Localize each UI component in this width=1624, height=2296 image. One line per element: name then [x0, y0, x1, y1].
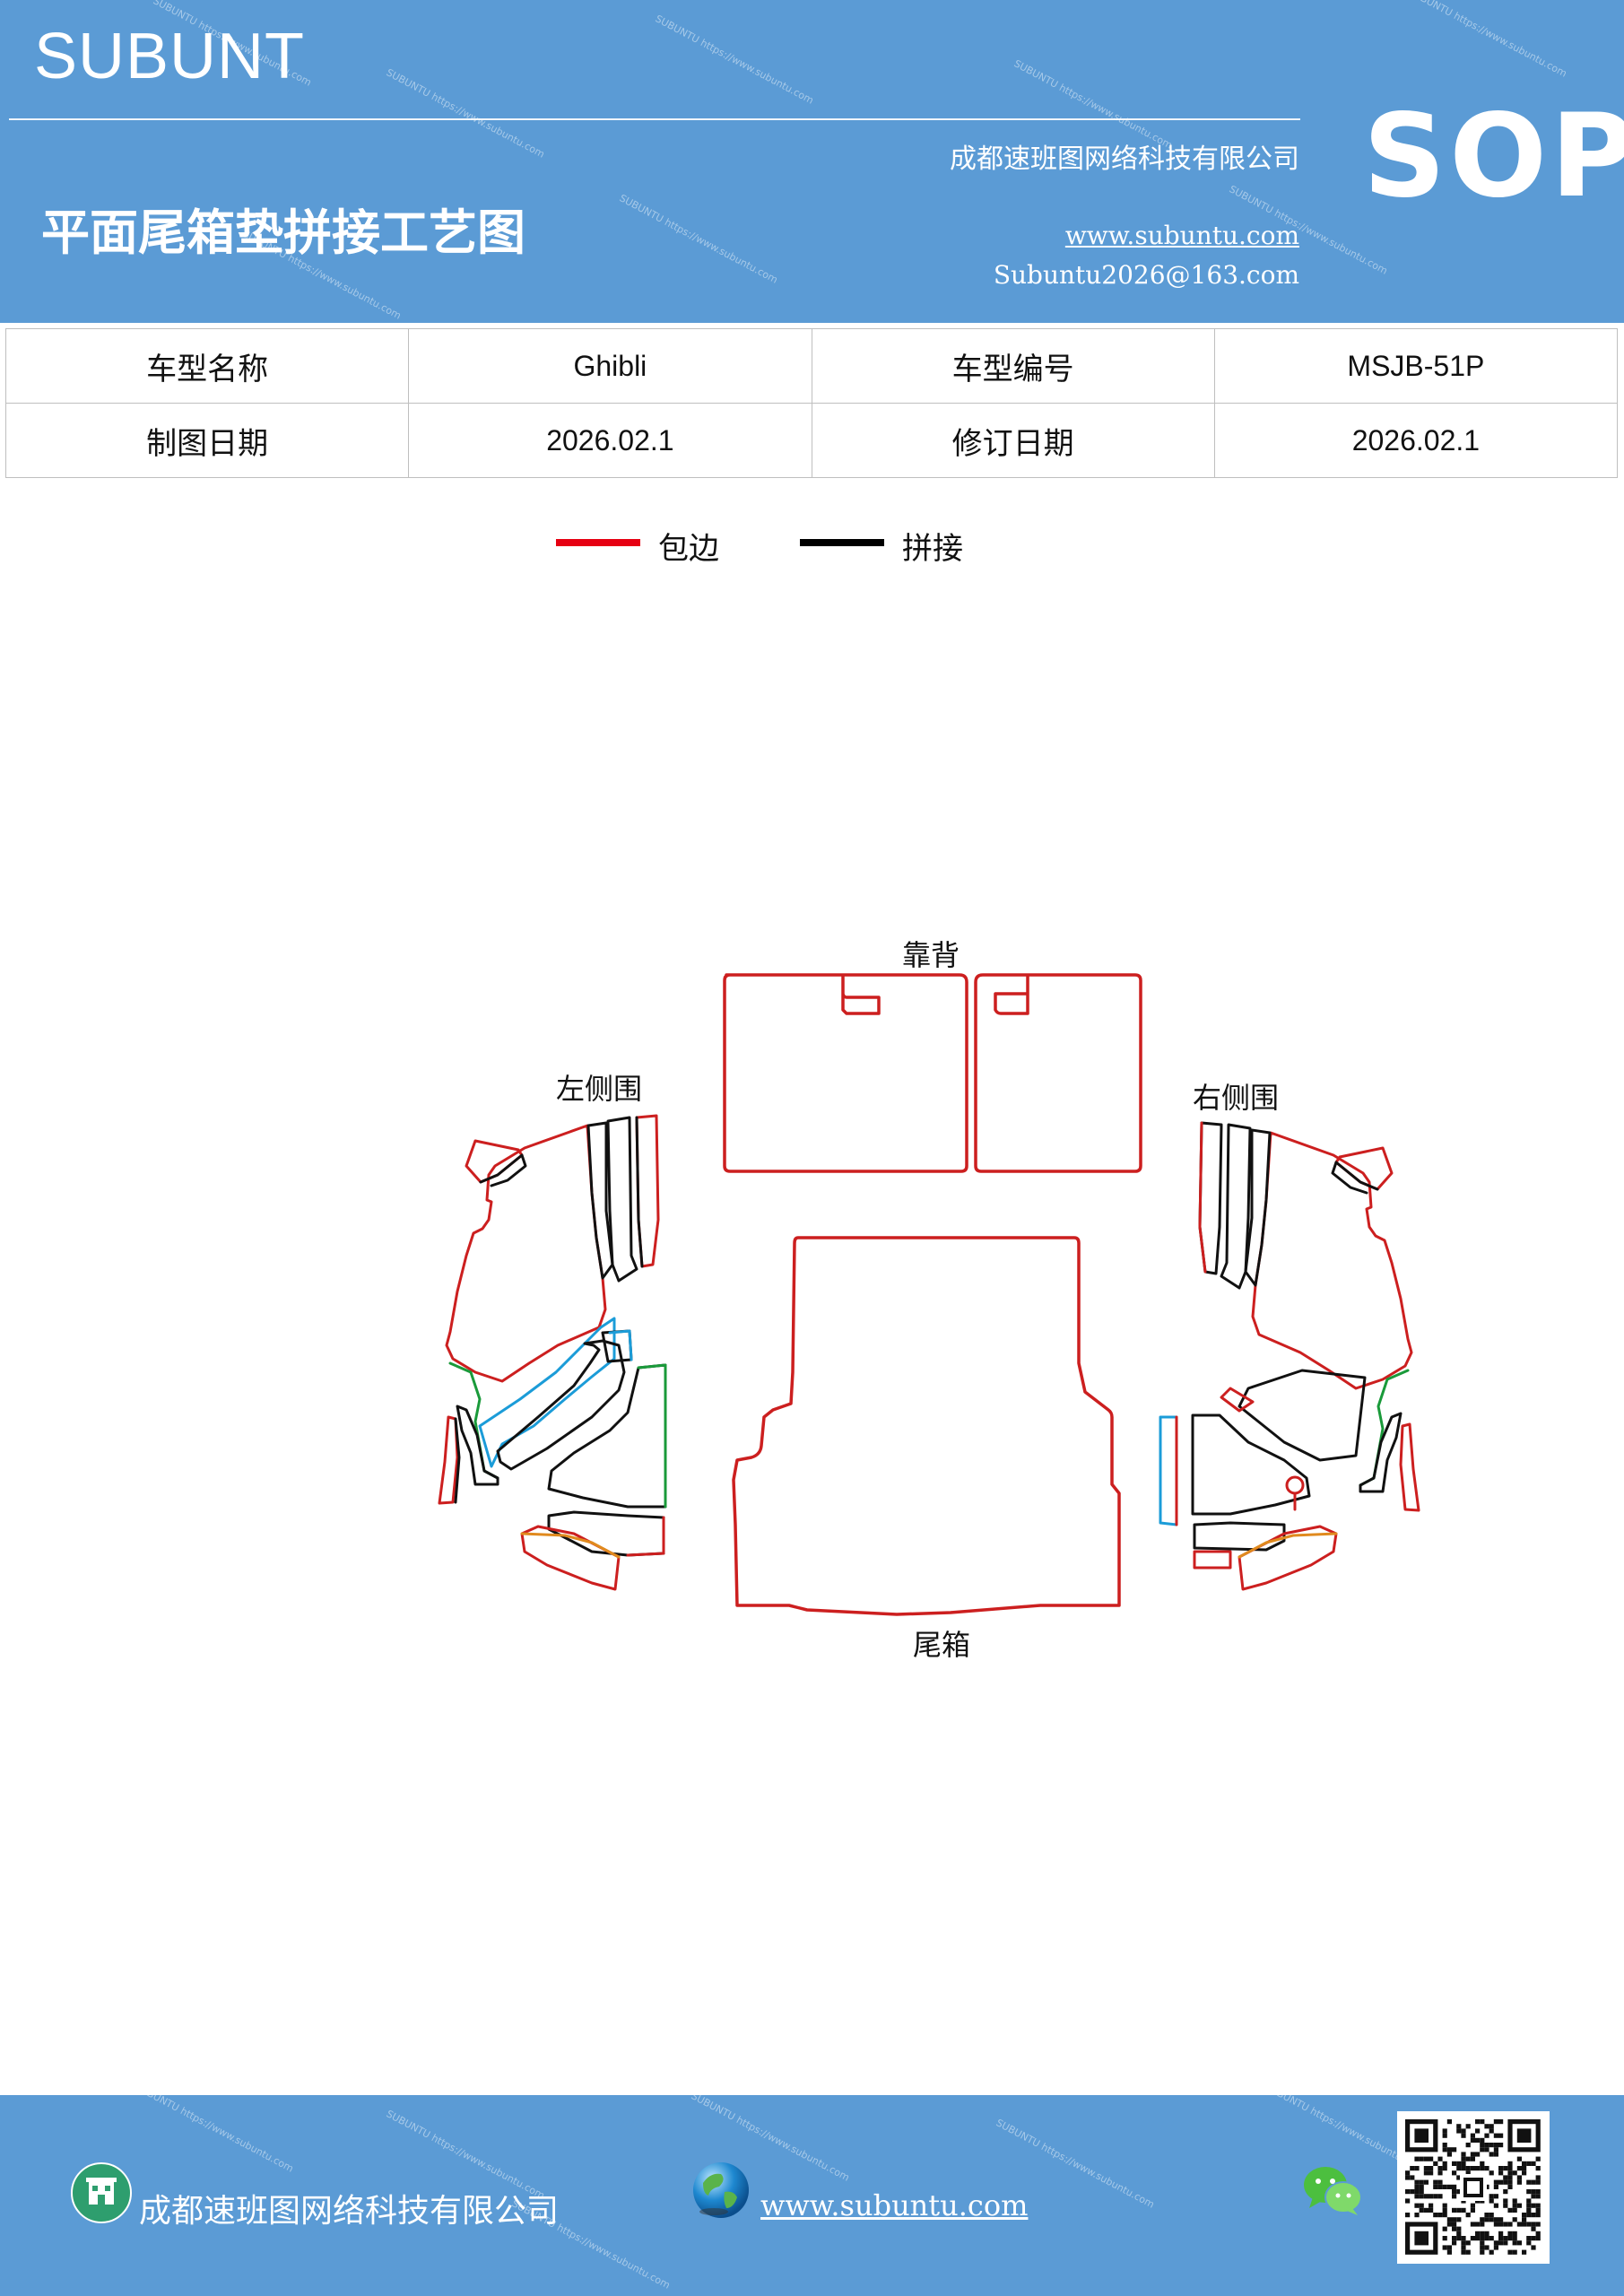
left-side-orange-piece — [520, 1525, 621, 1591]
label-revision-date: 修订日期 — [811, 403, 1215, 478]
label-right-side: 右侧围 — [1193, 1081, 1279, 1115]
wechat-icon — [1304, 2167, 1362, 2215]
right-side-arc-block — [1238, 1369, 1367, 1462]
right-side-strip-1 — [1244, 1128, 1272, 1287]
right-side-curve-block — [1191, 1413, 1311, 1516]
right-side-small-bar — [1193, 1550, 1232, 1570]
label-left-side: 左侧围 — [556, 1072, 642, 1106]
value-model-name: Ghibli — [408, 328, 812, 404]
right-side-tab-seam — [1331, 1161, 1379, 1195]
right-side-bottom-bar — [1193, 1521, 1286, 1552]
label-backrest: 靠背 — [902, 938, 960, 972]
globe-icon — [693, 2162, 749, 2218]
left-side-arc-block — [496, 1339, 626, 1471]
right-side-blue-strip — [1159, 1415, 1178, 1526]
email-address: Subuntu2026@163.com — [993, 260, 1299, 290]
right-side-strip-2 — [1220, 1123, 1252, 1290]
label-drawing-date: 制图日期 — [4, 403, 410, 478]
footer-banner: SUBUNTU https://www.subuntu.com SUBUNTU … — [0, 2095, 1624, 2296]
website-link[interactable]: www.subuntu.com — [1064, 221, 1299, 250]
footer-company-name: 成都速班图网络科技有限公司 — [139, 2193, 560, 2230]
right-side-orange-edge — [1238, 1532, 1338, 1559]
left-side-strip-3-seam — [635, 1116, 644, 1268]
label-model-name: 车型名称 — [4, 328, 410, 404]
left-side-small-strip — [438, 1415, 459, 1505]
left-side-tab-seam — [479, 1153, 527, 1187]
left-side-strip-1 — [586, 1121, 614, 1280]
watermark: SUBUNTU https://www.subuntu.com — [133, 2095, 296, 2175]
legend-label-seam: 拼接 — [902, 531, 963, 567]
left-side-small-square-edge — [608, 1329, 633, 1361]
right-side-orange-piece — [1238, 1525, 1338, 1591]
building-icon — [71, 2162, 132, 2223]
legend-label-edge: 包边 — [658, 531, 719, 567]
label-trunk: 尾箱 — [913, 1628, 970, 1662]
left-side-curve-edge — [637, 1363, 667, 1509]
table-row: 车型名称 Ghibli 车型编号 MSJB-51P — [4, 328, 1619, 404]
qr-code — [1397, 2111, 1550, 2264]
trunk-floor-panel — [732, 1236, 1121, 1616]
legend: 包边 拼接 — [0, 524, 1624, 578]
value-revision-date: 2026.02.1 — [1213, 403, 1619, 478]
value-model-code: MSJB-51P — [1213, 328, 1619, 404]
backrest-panels — [723, 973, 1142, 1173]
left-side-lower-strip — [456, 1405, 499, 1486]
brand-name: SUBUNT — [34, 21, 306, 92]
footer-website-link[interactable]: www.subuntu.com — [760, 2188, 1029, 2222]
left-side-blue-arc — [478, 1317, 616, 1468]
table-row: 制图日期 2026.02.1 修订日期 2026.02.1 — [4, 403, 1619, 478]
left-side-small-strip-seam — [454, 1417, 461, 1504]
right-side-small-strip — [1399, 1422, 1420, 1512]
header-divider — [9, 118, 1300, 120]
left-side-strip-2 — [606, 1116, 638, 1283]
right-side-lower-strip — [1359, 1412, 1403, 1493]
legend-swatch-seam — [800, 539, 884, 546]
left-side-bottom-bar — [547, 1510, 665, 1557]
company-name: 成都速班图网络科技有限公司 — [950, 144, 1299, 175]
backrest-left-panel — [723, 973, 968, 1173]
right-side-hole — [1285, 1475, 1305, 1495]
page-title: 平面尾箱垫拼接工艺图 — [41, 204, 525, 261]
label-model-code: 车型编号 — [811, 328, 1215, 404]
right-side-panels — [1159, 1121, 1420, 1591]
header-banner: SUBUNTU https://www.subuntu.com SUBUNTU … — [0, 0, 1624, 323]
left-side-orange-edge — [520, 1532, 621, 1559]
left-side-panels — [438, 1114, 667, 1591]
legend-swatch-edge — [556, 539, 640, 546]
right-side-strip-3-edge — [1198, 1121, 1207, 1274]
value-drawing-date: 2026.02.1 — [408, 403, 812, 478]
vehicle-info-table: 车型名称 Ghibli 车型编号 MSJB-51P 制图日期 2026.02.1… — [4, 328, 1619, 478]
left-side-bottom-bar-edge — [626, 1516, 665, 1557]
backrest-right-panel — [974, 973, 1142, 1173]
right-side-red-strip — [1220, 1387, 1255, 1413]
sop-badge: SOP — [1363, 90, 1624, 223]
